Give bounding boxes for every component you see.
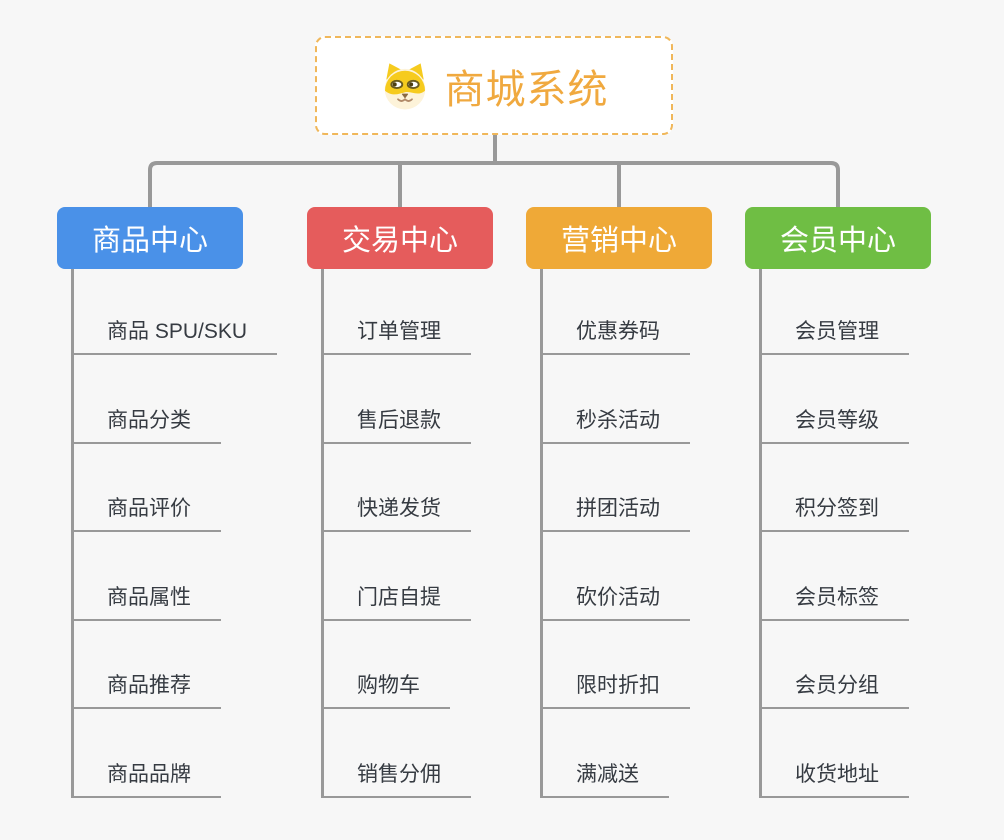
leaf-node[interactable]: 会员标签 — [759, 581, 909, 621]
branch-node-member-center[interactable]: 会员中心 — [745, 207, 931, 269]
root-branch-connector-line — [148, 135, 840, 207]
leaf-node[interactable]: 商品品牌 — [71, 758, 221, 798]
leaf-node[interactable]: 购物车 — [321, 669, 450, 710]
leaf-node[interactable]: 售后退款 — [321, 404, 471, 444]
branch-trunk-line — [71, 269, 74, 798]
branch-items-column-trade: 订单管理 售后退款 快递发货 门店自提 购物车 销售分佣 — [321, 266, 471, 798]
leaf-node[interactable]: 会员管理 — [759, 315, 909, 355]
root-node[interactable]: 商城系统 — [315, 36, 673, 135]
leaf-node[interactable]: 商品评价 — [71, 492, 221, 533]
leaf-node[interactable]: 限时折扣 — [540, 669, 690, 710]
branch-items-column-member: 会员管理 会员等级 积分签到 会员标签 会员分组 收货地址 — [759, 266, 909, 798]
leaf-node[interactable]: 满减送 — [540, 758, 669, 798]
branch-items-column-marketing: 优惠券码 秒杀活动 拼团活动 砍价活动 限时折扣 满减送 — [540, 266, 690, 798]
leaf-node[interactable]: 商品属性 — [71, 581, 221, 621]
leaf-node[interactable]: 秒杀活动 — [540, 404, 690, 444]
branch-node-trade-center[interactable]: 交易中心 — [307, 207, 493, 269]
root-title: 商城系统 — [444, 67, 609, 112]
dog-face-icon — [380, 61, 430, 111]
branch-items-column-product: 商品 SPU/SKU 商品分类 商品评价 商品属性 商品推荐 商品品牌 — [71, 266, 278, 798]
leaf-node[interactable]: 商品 SPU/SKU — [71, 315, 278, 355]
leaf-node[interactable]: 砍价活动 — [540, 581, 690, 621]
branch-node-marketing-center[interactable]: 营销中心 — [526, 207, 712, 269]
branch-trunk-line — [759, 269, 762, 798]
leaf-node[interactable]: 收货地址 — [759, 758, 909, 798]
leaf-node[interactable]: 会员等级 — [759, 404, 909, 444]
branch-node-product-center[interactable]: 商品中心 — [57, 207, 243, 269]
leaf-node[interactable]: 销售分佣 — [321, 758, 471, 798]
leaf-node[interactable]: 优惠券码 — [540, 315, 690, 355]
leaf-node[interactable]: 拼团活动 — [540, 492, 690, 533]
leaf-node[interactable]: 门店自提 — [321, 581, 471, 621]
leaf-node[interactable]: 商品分类 — [71, 404, 221, 444]
leaf-node[interactable]: 积分签到 — [759, 492, 909, 533]
leaf-node[interactable]: 快递发货 — [321, 492, 471, 533]
branch-trunk-line — [321, 269, 324, 798]
leaf-node[interactable]: 会员分组 — [759, 669, 909, 710]
leaf-node[interactable]: 商品推荐 — [71, 669, 221, 710]
branch-trunk-line — [540, 269, 543, 798]
leaf-node[interactable]: 订单管理 — [321, 315, 471, 355]
